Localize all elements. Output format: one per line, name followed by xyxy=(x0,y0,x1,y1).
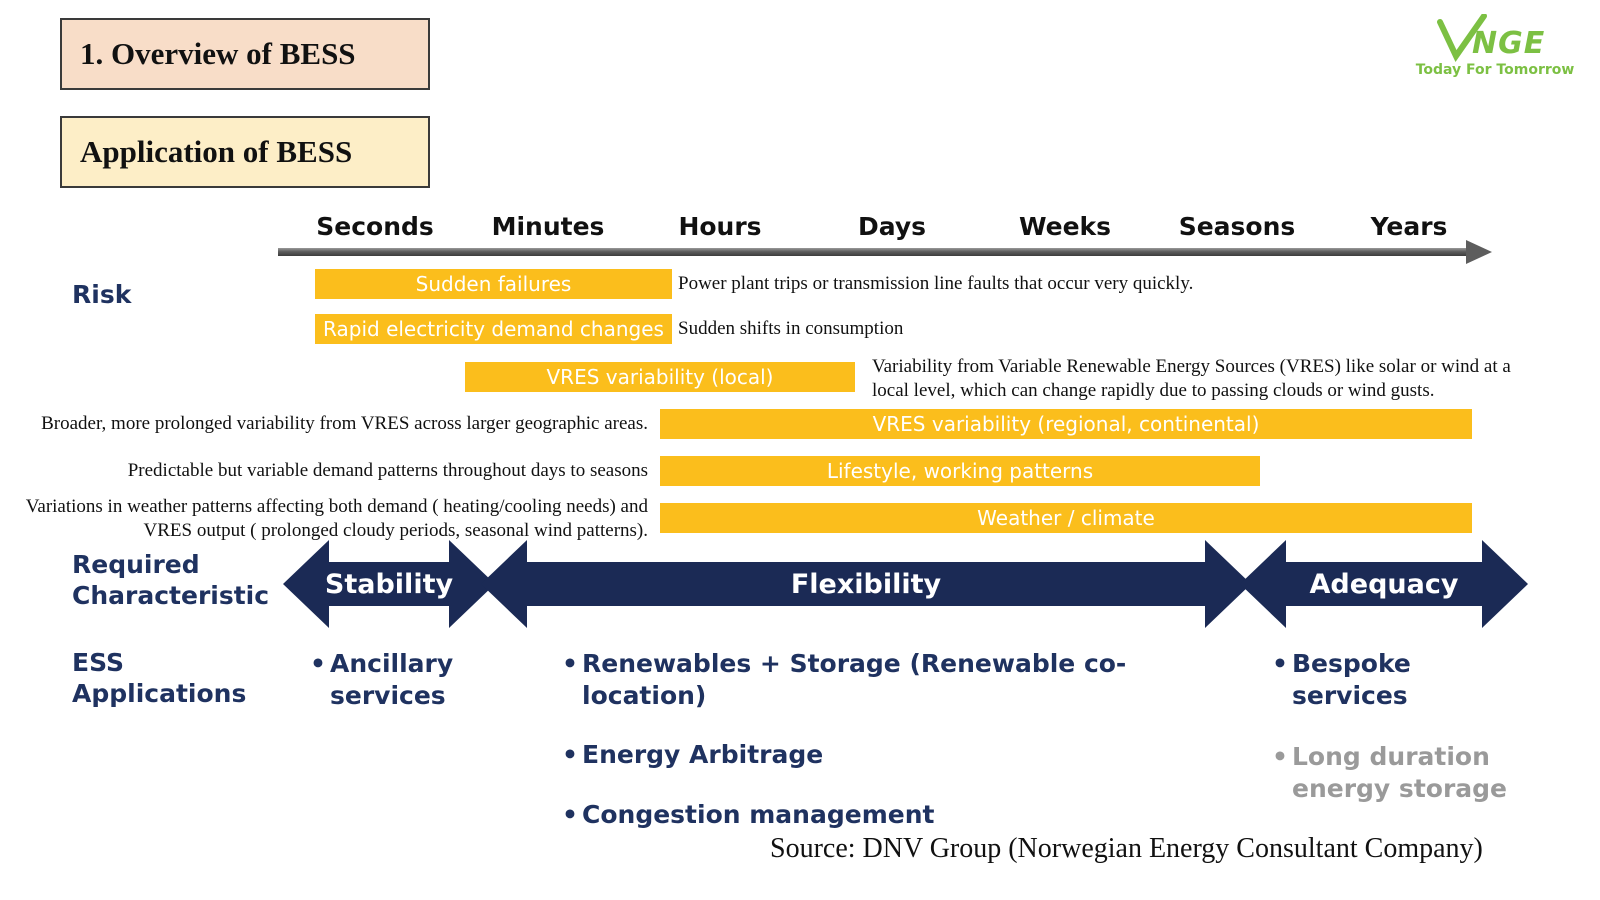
ess-column-flexibility: • Renewables + Storage (Renewable co-loc… xyxy=(562,648,1222,852)
ess-column-stability: • Ancillary services xyxy=(310,648,500,733)
timeline-tick-weeks: Weeks xyxy=(1018,212,1112,241)
ess-item-label: Renewables + Storage (Renewable co-locat… xyxy=(582,649,1127,710)
ess-item-label: Bespoke services xyxy=(1292,649,1411,710)
row-label-risk: Risk xyxy=(72,280,132,309)
timeline-axis-line xyxy=(278,248,1468,256)
timeline-tick-labels: Seconds Minutes Hours Days Weeks Seasons… xyxy=(278,212,1508,246)
desc-lifestyle-patterns: Predictable but variable demand patterns… xyxy=(127,460,648,481)
ess-item-label: Energy Arbitrage xyxy=(582,740,824,769)
timeline-tick-minutes: Minutes xyxy=(491,212,605,241)
characteristic-arrow-band: Stability Flexibility Adequacy xyxy=(0,540,1600,628)
timeline-tick-seasons: Seasons xyxy=(1178,212,1296,241)
subtitle-text: Application of BESS xyxy=(80,134,353,169)
source-note: Source: DNV Group (Norwegian Energy Cons… xyxy=(770,833,1483,864)
row-label-ess-line2: Applications xyxy=(72,678,247,708)
section-title-text: 1. Overview of BESS xyxy=(80,36,356,71)
logo-tagline: Today For Tomorrow xyxy=(1415,62,1575,78)
bar-rapid-demand-changes: Rapid electricity demand changes xyxy=(315,314,672,344)
bullet-icon: • xyxy=(562,799,578,829)
ess-item-bespoke-services: • Bespoke services xyxy=(1272,648,1522,711)
ess-item-long-duration-storage: • Long duration energy storage xyxy=(1272,741,1522,804)
bar-sudden-failures: Sudden failures xyxy=(315,269,672,299)
checkmark-icon xyxy=(1436,13,1488,67)
timeline-tick-hours: Hours xyxy=(678,212,762,241)
logo-mark: NGE xyxy=(1400,13,1590,62)
desc-vres-regional: Broader, more prolonged variability from… xyxy=(41,413,648,434)
bullet-icon: • xyxy=(310,649,326,678)
ess-item-renewables-storage: • Renewables + Storage (Renewable co-loc… xyxy=(562,648,1222,711)
timeline-tick-years: Years xyxy=(1370,212,1448,241)
row-label-required-characteristic: Required Characteristic xyxy=(72,550,269,611)
bar-lifestyle-patterns: Lifestyle, working patterns xyxy=(660,456,1260,486)
bullet-icon: • xyxy=(1272,649,1288,678)
ess-column-adequacy: • Bespoke services • Long duration energ… xyxy=(1272,648,1522,826)
desc-vres-local: Variability from Variable Renewable Ener… xyxy=(872,356,1511,402)
arrow-flexibility: Flexibility xyxy=(481,540,1251,628)
desc-rapid-demand-changes: Sudden shifts in consumption xyxy=(678,318,904,339)
row-label-required-line1: Required xyxy=(72,550,200,579)
row-label-required-line2: Characteristic xyxy=(72,580,270,610)
bullet-icon: • xyxy=(562,740,578,769)
ess-item-label: Ancillary services xyxy=(330,649,454,710)
ess-item-ancillary-services: • Ancillary services xyxy=(310,648,500,711)
bar-vres-local: VRES variability (local) xyxy=(465,362,855,392)
arrow-stability: Stability xyxy=(283,540,495,628)
bar-vres-regional: VRES variability (regional, continental) xyxy=(660,409,1472,439)
bullet-icon: • xyxy=(1272,742,1288,771)
ess-item-energy-arbitrage: • Energy Arbitrage xyxy=(562,739,1222,771)
logo-wordmark: NGE xyxy=(1472,26,1546,61)
company-logo: NGE Today For Tomorrow xyxy=(1400,13,1590,88)
arrow-adequacy: Adequacy xyxy=(1240,540,1528,628)
bar-weather-climate: Weather / climate xyxy=(660,503,1472,533)
desc-sudden-failures: Power plant trips or transmission line f… xyxy=(678,273,1194,294)
ess-item-congestion-management: • Congestion management xyxy=(562,799,1222,831)
row-label-ess-applications: ESS Applications xyxy=(72,648,246,709)
row-label-ess-line1: ESS xyxy=(72,648,124,677)
subtitle-box: Application of BESS xyxy=(60,116,430,188)
timeline-tick-days: Days xyxy=(857,212,927,241)
ess-item-label: Congestion management xyxy=(582,799,935,829)
desc-weather-climate: Variations in weather patterns affecting… xyxy=(25,496,648,542)
timeline-tick-seconds: Seconds xyxy=(316,212,434,241)
ess-item-label: Long duration energy storage xyxy=(1292,742,1507,803)
timeline-arrow-head-icon xyxy=(1466,240,1492,264)
bullet-icon: • xyxy=(562,649,578,678)
section-title-box: 1. Overview of BESS xyxy=(60,18,430,90)
